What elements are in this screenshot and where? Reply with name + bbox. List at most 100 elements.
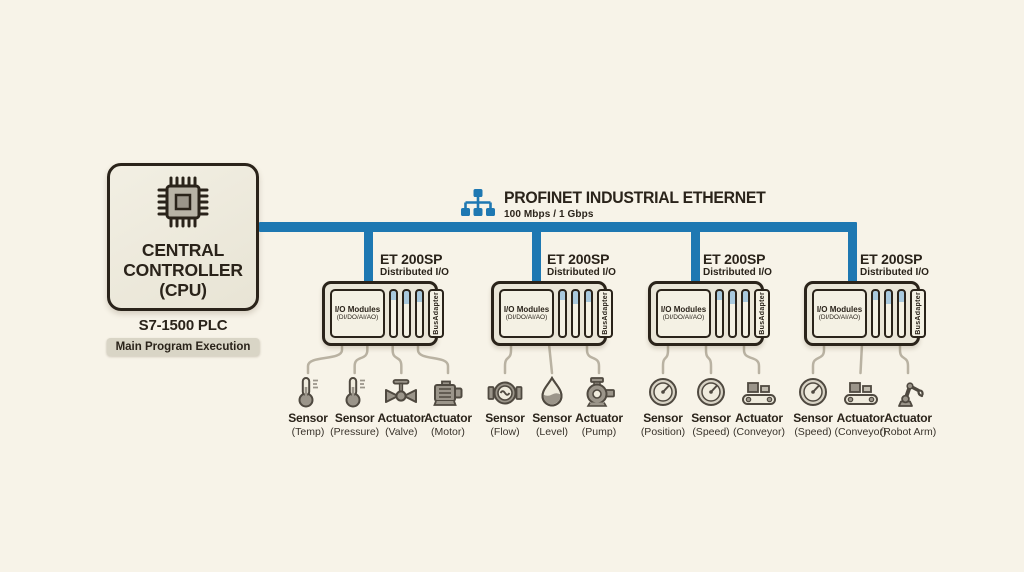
device-name: Sensor (288, 411, 328, 425)
io-module-slat (741, 289, 750, 338)
device-type: (Conveyor) (834, 426, 887, 438)
field-device: Actuator(Robot Arm) (880, 374, 936, 438)
io-module-slat (884, 289, 893, 338)
io-modules-sublabel: (DI/DO/AI/AO) (818, 314, 861, 322)
network-topology-icon (461, 188, 495, 223)
bus-drop-line (363, 228, 373, 281)
bus-adapter: BusAdapter (597, 289, 613, 338)
io-module-slat (571, 289, 580, 338)
field-device: Sensor(Temp) (285, 374, 331, 438)
device-row: Sensor(Speed) Actuator(Conveyor) Actuato… (790, 374, 936, 438)
et200sp-station-box: I/O Modules(DI/DO/AI/AO) BusAdapter (491, 281, 613, 346)
robot-arm-icon (891, 374, 925, 408)
device-row: Sensor(Temp) Sensor(Pressure) Actuator(V… (285, 374, 472, 438)
device-name: Actuator (884, 411, 932, 425)
io-modules-sublabel: (DI/DO/AI/AO) (505, 314, 548, 322)
device-type: (Temp) (291, 426, 325, 438)
bus-adapter: BusAdapter (754, 289, 770, 338)
et200sp-station-box: I/O Modules(DI/DO/AI/AO) BusAdapter (322, 281, 444, 346)
device-type: (Flow) (490, 426, 520, 438)
thermometer-icon (340, 374, 370, 408)
field-device: Actuator(Motor) (424, 374, 472, 438)
io-modules-sublabel: (DI/DO/AI/AO) (336, 314, 379, 322)
level-icon (537, 374, 567, 408)
bus-adapter-label: BusAdapter (914, 292, 922, 335)
station-name: ET 200SP (547, 251, 610, 267)
io-modules-label: I/O Modules (503, 304, 550, 314)
io-modules-label: I/O Modules (660, 304, 707, 314)
bus-drop-line (690, 228, 700, 281)
conveyor-icon (842, 374, 880, 408)
io-modules-label: I/O Modules (334, 304, 381, 314)
io-module-slat (415, 289, 424, 338)
valve-icon (383, 374, 419, 408)
bus-drop-line (531, 228, 541, 281)
field-device: Actuator(Valve) (377, 374, 426, 438)
device-name: Actuator (424, 411, 472, 425)
station-name: ET 200SP (703, 251, 766, 267)
io-modules-panel: I/O Modules(DI/DO/AI/AO) (812, 289, 867, 338)
conveyor-icon (740, 374, 778, 408)
bus-adapter-label: BusAdapter (601, 292, 609, 335)
central-controller-box: CENTRAL CONTROLLER (CPU) (107, 163, 259, 311)
io-module-slat (558, 289, 567, 338)
field-device: Sensor(Level) (529, 374, 575, 438)
io-modules-panel: I/O Modules(DI/DO/AI/AO) (330, 289, 385, 338)
device-type: (Position) (640, 426, 686, 438)
device-name: Sensor (334, 411, 375, 425)
device-row: Sensor(Flow) Sensor(Level) Actuator(Pump… (482, 374, 623, 438)
io-modules-panel: I/O Modules(DI/DO/AI/AO) (656, 289, 711, 338)
device-type: (Robot Arm) (879, 426, 937, 438)
field-device: Sensor(Flow) (482, 374, 528, 438)
controller-title-line-2: CONTROLLER (123, 260, 243, 280)
device-name: Sensor (485, 411, 525, 425)
station-subtitle: Distributed I/O (380, 267, 449, 278)
device-type: (Motor) (431, 426, 465, 438)
io-module-slat (402, 289, 411, 338)
device-type: (Level) (535, 426, 569, 438)
io-module-slat (389, 289, 398, 338)
io-module-slat (871, 289, 880, 338)
profinet-header: PROFINET INDUSTRIAL ETHERNET 100 Mbps / … (461, 188, 785, 223)
device-type: (Speed) (692, 426, 730, 438)
io-module-slat (584, 289, 593, 338)
device-name: Actuator (575, 411, 623, 425)
field-device: Sensor(Speed) (688, 374, 734, 438)
io-modules-label: I/O Modules (816, 304, 863, 314)
bus-adapter: BusAdapter (428, 289, 444, 338)
field-device: Sensor(Speed) (790, 374, 836, 438)
device-type: (Pressure) (330, 426, 380, 438)
station-name: ET 200SP (380, 251, 443, 267)
device-type: (Pump) (581, 426, 617, 438)
controller-title-line-3: (CPU) (159, 280, 207, 300)
plc-model-label: S7-1500 PLC (138, 317, 228, 334)
motor-icon (430, 374, 466, 408)
bus-adapter-label: BusAdapter (758, 292, 766, 335)
thermometer-icon (293, 374, 323, 408)
controller-title: CENTRAL CONTROLLER (CPU) (123, 240, 243, 300)
pump-icon (581, 374, 617, 408)
device-name: Sensor (691, 411, 731, 425)
device-name: Actuator (377, 411, 426, 425)
field-device: Actuator(Conveyor) (834, 374, 887, 438)
network-subtitle: 100 Mbps / 1 Gbps (504, 209, 594, 220)
gauge-icon (695, 374, 727, 408)
profinet-bus-line (259, 222, 857, 232)
flow-icon (487, 374, 523, 408)
et200sp-station-box: I/O Modules(DI/DO/AI/AO) BusAdapter (648, 281, 770, 346)
io-module-slat (728, 289, 737, 338)
bus-adapter: BusAdapter (910, 289, 926, 338)
io-module-slat (715, 289, 724, 338)
field-device: Sensor(Pressure) (330, 374, 380, 438)
device-name: Sensor (532, 411, 572, 425)
device-row: Sensor(Position) Sensor(Speed) Actuator(… (640, 374, 785, 438)
cpu-chip-icon (155, 174, 211, 235)
field-device: Actuator(Conveyor) (733, 374, 785, 438)
device-name: Sensor (643, 411, 683, 425)
field-device: Sensor(Position) (640, 374, 686, 438)
bus-adapter-label: BusAdapter (432, 292, 440, 335)
